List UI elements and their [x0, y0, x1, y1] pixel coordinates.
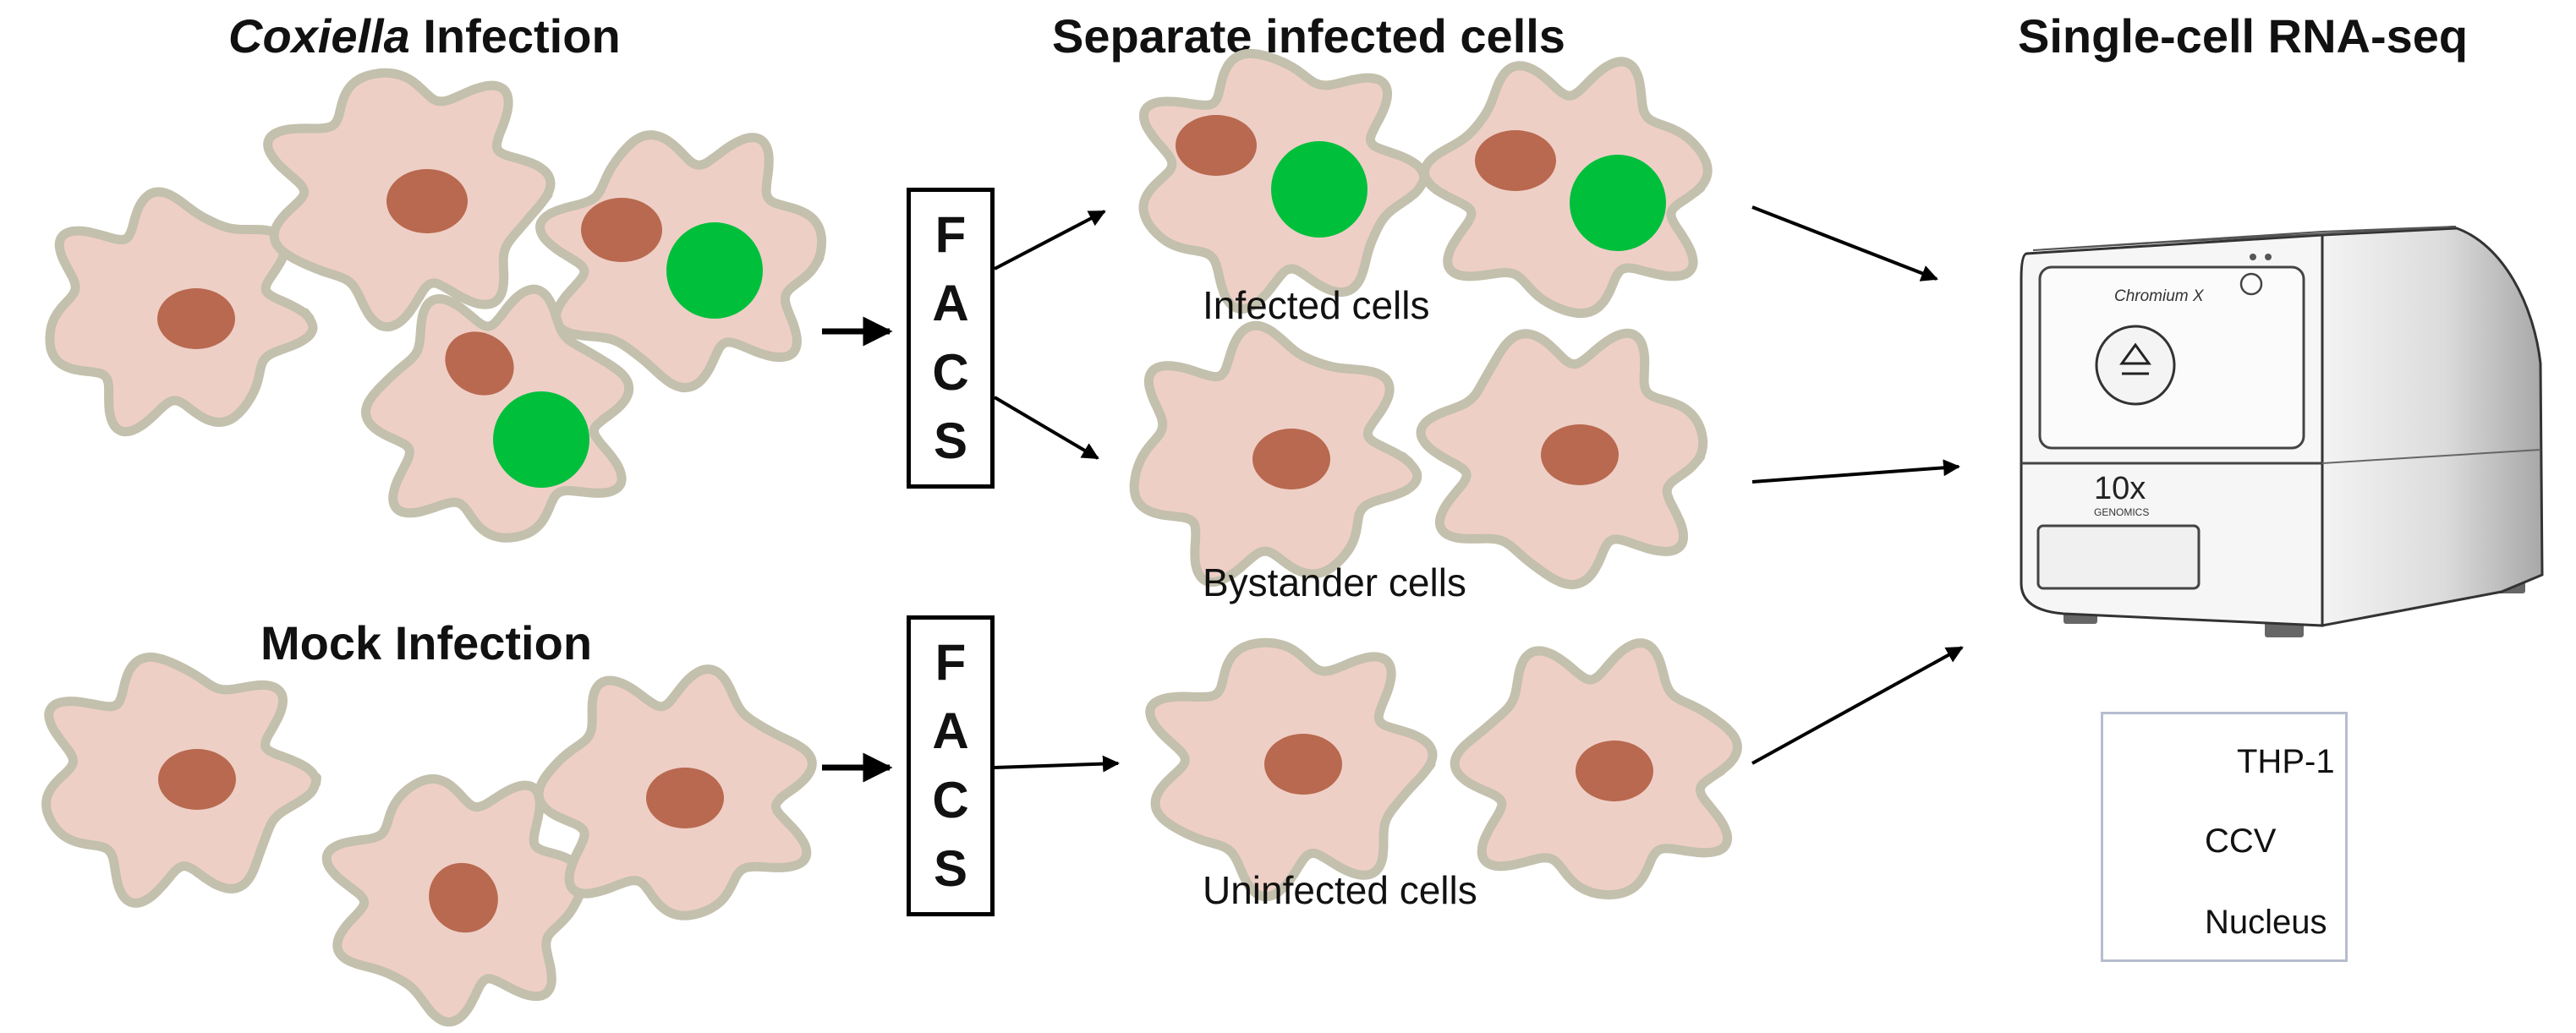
nucleus	[646, 768, 724, 828]
facs-letter: C	[932, 771, 969, 828]
legend-thp1-label: THP-1	[2237, 743, 2335, 780]
nucleus	[1176, 115, 1257, 176]
infection-cell	[45, 187, 318, 437]
facs-box-mock: F A C S	[907, 615, 995, 916]
nucleus	[1264, 734, 1342, 795]
bystander-cell	[1416, 328, 1708, 590]
mock-cell	[534, 664, 817, 921]
instrument-slot	[2036, 524, 2201, 590]
facs-box-infection: F A C S	[907, 188, 995, 489]
power-icon	[2239, 272, 2263, 296]
eject-button	[2095, 325, 2176, 406]
infection-cell	[263, 68, 556, 332]
arrows-layer	[822, 205, 1964, 783]
scrnaseq-heading: Single-cell RNA-seq	[2018, 9, 2469, 63]
nucleus	[1475, 130, 1556, 191]
uninfected-cell	[1450, 638, 1742, 899]
infected-cell	[1138, 48, 1430, 314]
status-light	[2250, 254, 2256, 260]
cells-layer	[41, 48, 1742, 1027]
mock-cell	[321, 773, 588, 1027]
coxiella-italic: Coxiella	[228, 9, 410, 63]
facs-letter: A	[932, 275, 969, 332]
arrow-infected-to-seq	[1751, 205, 1938, 281]
nucleus	[157, 288, 235, 349]
infected-cell	[535, 130, 827, 393]
nucleus	[581, 198, 662, 262]
ccv-vacuole	[1271, 141, 1367, 238]
instrument-seam-side	[2321, 449, 2541, 464]
facs-letter: A	[932, 702, 969, 760]
nucleus	[1541, 424, 1619, 485]
nucleus	[386, 169, 468, 233]
bystander-cells-label: Bystander cells	[1203, 560, 1466, 604]
facs-letter: F	[934, 206, 967, 264]
mock-infection-heading: Mock Infection	[260, 616, 593, 670]
mock-cell	[41, 652, 321, 908]
chromium-x-instrument: Chromium X 10x GENOMICS	[2020, 226, 2544, 637]
facs-letter: F	[934, 634, 967, 691]
legend-nucleus-label: Nucleus	[2205, 904, 2327, 941]
uninfected-cells-label: Uninfected cells	[1203, 868, 1477, 912]
facs-letter: C	[932, 343, 969, 401]
arrow-bystander-to-seq	[1751, 459, 1960, 484]
coxiella-infection-heading: Coxiella Infection	[228, 8, 621, 63]
cell-body	[1420, 57, 1713, 319]
infected-cell	[1420, 57, 1713, 319]
ccv-vacuole	[666, 222, 763, 319]
bystander-cell	[1129, 320, 1422, 588]
infection-word: Infection	[409, 9, 621, 63]
separate-heading: Separate infected cells	[1052, 9, 1565, 63]
nucleus	[429, 862, 498, 933]
ccv-vacuole	[493, 391, 589, 488]
arrow-facs-to-uninfected	[994, 755, 1120, 773]
legend-ccv-label: CCV	[2205, 823, 2277, 860]
uninfected-cell	[1145, 637, 1438, 902]
instrument-top	[2032, 226, 2457, 251]
arrow-facs-to-infected	[994, 210, 1106, 271]
instrument-brand-label: 10x	[2094, 471, 2146, 506]
nucleus	[445, 331, 514, 396]
instrument-foot	[2265, 622, 2304, 637]
legend: THP-1 CCV Nucleus	[2101, 712, 2348, 962]
facs-letter: S	[933, 412, 968, 469]
nucleus	[158, 749, 236, 810]
instrument-brand-sub: GENOMICS	[2094, 506, 2149, 518]
facs-letter: S	[933, 839, 968, 897]
instrument-side	[2321, 227, 2544, 627]
arrow-uninfected-to-seq	[1751, 646, 1964, 765]
ccv-vacuole	[1570, 155, 1666, 251]
nucleus	[1576, 741, 1653, 801]
infected-cell	[360, 284, 634, 543]
instrument-model-label: Chromium X	[2114, 287, 2205, 305]
infected-cells-label: Infected cells	[1203, 283, 1430, 327]
arrow-facs-to-bystander	[993, 396, 1099, 460]
eject-icon	[2119, 342, 2151, 365]
nucleus	[1252, 429, 1330, 489]
status-light	[2265, 254, 2272, 260]
